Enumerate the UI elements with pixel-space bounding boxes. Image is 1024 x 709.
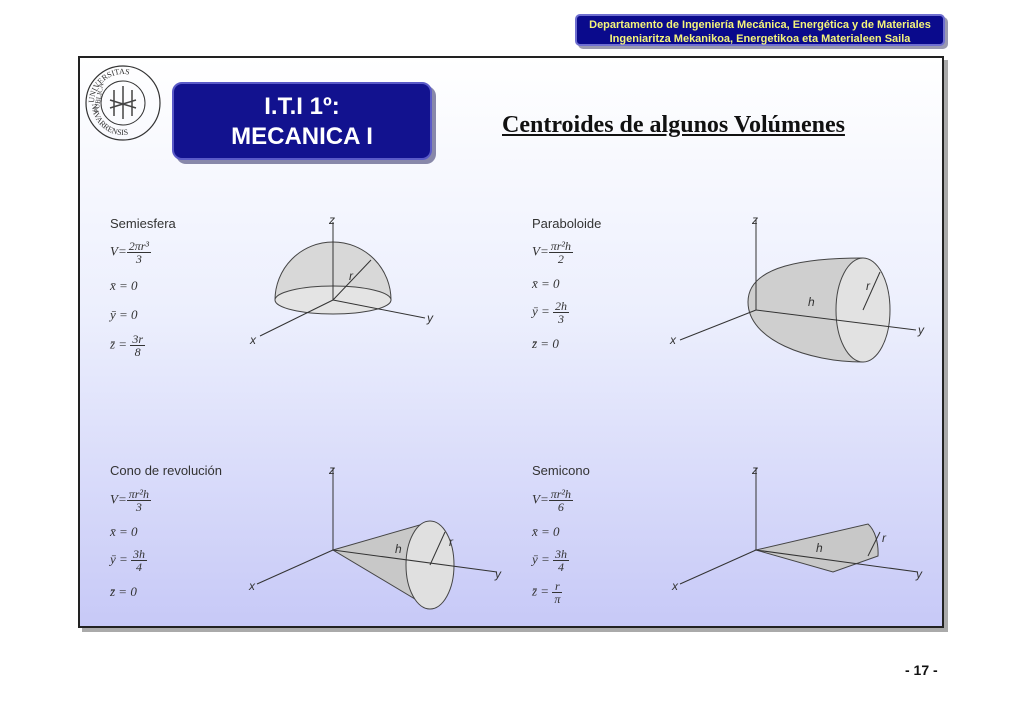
frac-den: 4 (558, 560, 565, 574)
frac-num: πr²h (548, 487, 573, 501)
radius-label: r (349, 269, 354, 283)
page-number: - 17 - (905, 662, 938, 678)
frac-num: 2πr³ (126, 239, 151, 253)
radius-label: r (882, 531, 887, 545)
frac-num: r (552, 580, 563, 593)
axis-y: y (917, 323, 925, 337)
axis-z: z (751, 463, 758, 477)
svg-text:UNIVERSITAS: UNIVERSITAS (87, 67, 130, 103)
frac-den: π (554, 592, 561, 606)
seal-top-text: UNIVERSITAS (87, 67, 130, 103)
xbar-paraboloide: x̄ = 0 (532, 276, 560, 291)
department-banner: Departamento de Ingeniería Mecánica, Ene… (575, 14, 945, 46)
zbar-cono: z̄ = 0 (110, 584, 137, 599)
axis-x: x (248, 579, 256, 593)
axis-y: y (494, 567, 502, 581)
radius-label: r (449, 535, 454, 549)
axis-z: z (328, 213, 335, 227)
axis-x: x (249, 333, 257, 347)
height-label: h (808, 295, 815, 309)
axis-x: x (671, 579, 679, 593)
zbar-label: z̄ = (110, 336, 128, 352)
department-line-1: Departamento de Ingeniería Mecánica, Ene… (589, 19, 931, 31)
shape-name-cono: Cono de revolución (110, 463, 223, 478)
v-label: V= (110, 243, 127, 259)
axis-y: y (426, 311, 434, 325)
frac-num: πr²h (126, 487, 151, 501)
frac-num: πr²h (548, 239, 573, 253)
height-label: h (395, 542, 402, 556)
course-line-1: I.T.I 1º: (264, 93, 340, 120)
university-seal-icon: UNIVERSITAS NAVARRENSIS PUBLICA (85, 65, 161, 141)
axis-y: y (915, 567, 923, 581)
frac-den: 4 (136, 560, 143, 574)
zbar-paraboloide: z̄ = 0 (532, 336, 559, 351)
frac-num: 2h (553, 299, 570, 313)
frac-den: 8 (134, 345, 141, 359)
frac-num: 3h (553, 547, 570, 561)
semicone-figure: z y x h r (671, 463, 923, 593)
frac-den: 3 (135, 500, 142, 514)
xbar-cono: x̄ = 0 (110, 524, 138, 539)
ybar-label: ȳ = (532, 551, 550, 567)
zbar-label: z̄ = (532, 583, 550, 599)
shape-name-semicono: Semicono (532, 463, 590, 478)
v-label: V= (532, 491, 549, 507)
ybar-semiesfera: ȳ = 0 (110, 307, 138, 322)
frac-num: 3r (130, 332, 146, 346)
radius-label: r (866, 279, 871, 293)
ybar-label: ȳ = (532, 303, 550, 319)
shape-name-semiesfera: Semiesfera (110, 216, 176, 231)
v-label: V= (110, 491, 127, 507)
frac-den: 6 (557, 500, 564, 514)
v-label: V= (532, 243, 549, 259)
xbar-semicono: x̄ = 0 (532, 524, 560, 539)
course-line-2: MECANICA I (231, 123, 373, 150)
xbar-semiesfera: x̄ = 0 (110, 278, 138, 293)
frac-num: 3h (131, 547, 148, 561)
height-label: h (816, 541, 823, 555)
frac-den: 3 (135, 252, 142, 266)
hemisphere-figure: z y x r (249, 213, 434, 347)
shape-name-paraboloide: Paraboloide (532, 216, 602, 231)
axis-z: z (751, 213, 758, 227)
page-title: Centroides de algunos Volúmenes (502, 112, 845, 138)
ybar-label: ȳ = (110, 551, 128, 567)
axis-x: x (669, 333, 677, 347)
paraboloid-figure: z y x h r (669, 213, 925, 363)
frac-den: 3 (558, 312, 565, 326)
cone-figure: z y x h r (248, 463, 502, 610)
frac-den: 2 (557, 252, 564, 266)
course-badge: I.T.I 1º: MECANICA I (172, 82, 432, 160)
department-line-2: Ingeniaritza Mekanikoa, Energetikoa eta … (609, 33, 911, 45)
axis-z: z (328, 463, 335, 477)
